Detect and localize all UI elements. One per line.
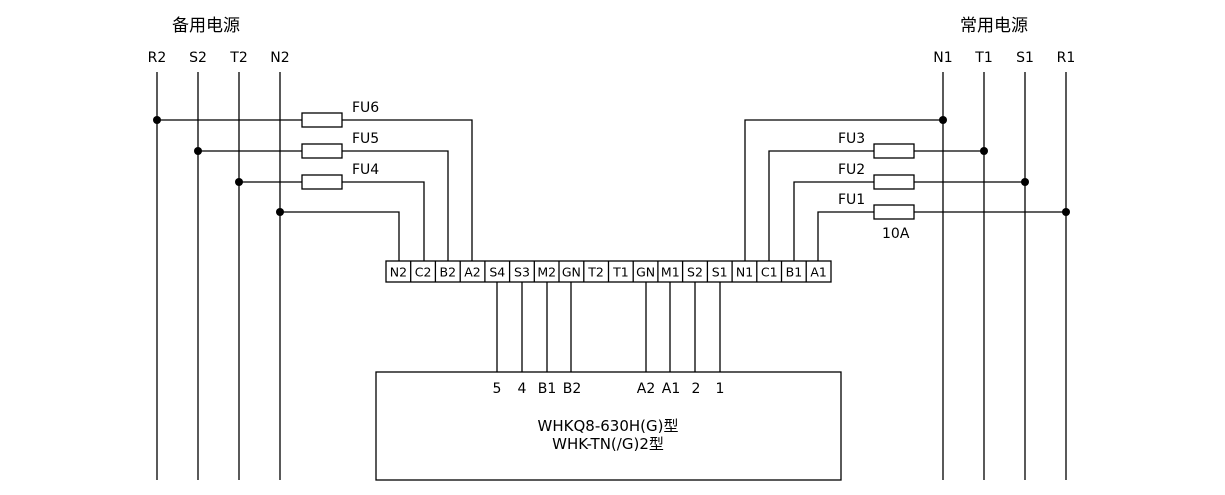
terminal-m1: M1	[661, 265, 680, 280]
terminal-a1: A1	[810, 265, 827, 280]
device-pin-4: 4	[518, 381, 527, 397]
bus-label-s1: S1	[1016, 50, 1034, 66]
device-pin-5: 5	[493, 381, 502, 397]
bus-label-s2: S2	[189, 50, 207, 66]
device-wires	[496, 282, 721, 372]
device-pin-a1: A1	[662, 381, 680, 397]
fuse-fu4	[301, 174, 343, 190]
left-bus-lines	[156, 72, 281, 480]
terminal-s4: S4	[489, 265, 505, 280]
terminal-a2: A2	[464, 265, 481, 280]
terminal-c2: C2	[415, 265, 432, 280]
fuse-fu3	[873, 143, 915, 159]
device-pin-b2: B2	[563, 381, 582, 397]
fuse-rating-fu1: 10A	[882, 226, 910, 242]
fuse-fu5	[301, 143, 343, 159]
device-model-line2: WHK-TN(/G)2型	[552, 435, 664, 453]
left-branch-wires	[157, 119, 473, 261]
device-pin-b1: B1	[538, 381, 557, 397]
fuse-label-fu2: FU2	[838, 162, 865, 178]
terminal-n2: N2	[390, 265, 407, 280]
fuse-label-fu3: FU3	[838, 131, 865, 147]
fuse-label-fu6: FU6	[352, 100, 379, 116]
terminal-gn-left: GN	[562, 265, 581, 280]
fuse-fu6	[301, 112, 343, 128]
bus-label-n2: N2	[270, 50, 289, 66]
main-power-title: 常用电源	[960, 16, 1028, 36]
terminal-c1: C1	[761, 265, 778, 280]
device-model-line1: WHKQ8-630H(G)型	[538, 417, 679, 435]
device-pin-a2: A2	[637, 381, 655, 397]
fuse-label-fu1: FU1	[838, 192, 865, 208]
terminal-b1: B1	[786, 265, 803, 280]
bus-label-n1: N1	[933, 50, 952, 66]
terminal-m2: M2	[537, 265, 556, 280]
controller-device	[375, 371, 842, 481]
fuse-fu1	[873, 204, 915, 220]
fuse-label-fu4: FU4	[352, 162, 379, 178]
bus-label-t1: T1	[974, 50, 992, 66]
terminal-s1: S1	[712, 265, 728, 280]
standby-power-title: 备用电源	[172, 16, 240, 36]
right-bus-lines	[942, 72, 1067, 480]
bus-label-r2: R2	[148, 50, 167, 66]
fuse-fu2	[873, 174, 915, 190]
bus-label-t2: T2	[229, 50, 247, 66]
terminal-n1: N1	[736, 265, 753, 280]
junction-dots	[153, 116, 1070, 216]
device-pin-2: 2	[692, 381, 701, 397]
terminal-t2: T2	[587, 265, 604, 280]
device-pin-1: 1	[716, 381, 725, 397]
terminal-gn-right: GN	[636, 265, 655, 280]
terminal-strip	[385, 260, 832, 283]
bus-label-r1: R1	[1057, 50, 1076, 66]
terminal-s2: S2	[687, 265, 703, 280]
terminal-t1: T1	[612, 265, 629, 280]
terminal-s3: S3	[514, 265, 530, 280]
terminal-b2: B2	[440, 265, 457, 280]
fuse-label-fu5: FU5	[352, 131, 379, 147]
